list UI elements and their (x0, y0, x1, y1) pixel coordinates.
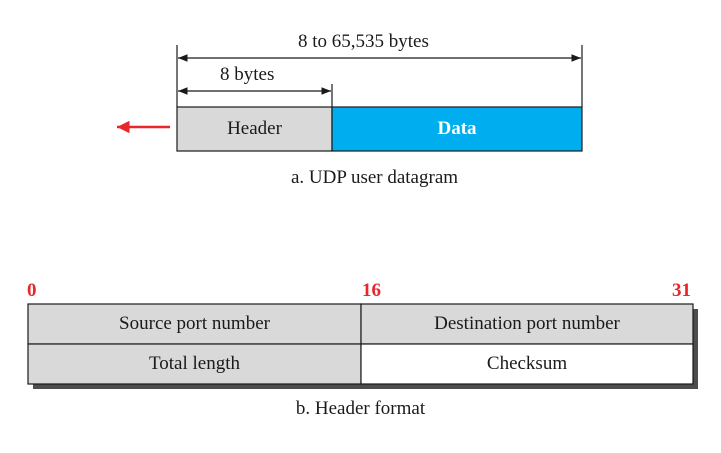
checksum-cell (360, 343, 694, 385)
bit-label-middle: 16 (362, 280, 381, 301)
total-length-label: Total length (148, 353, 240, 374)
total-size-label: 8 to 65,535 bytes (298, 31, 429, 52)
source-port-label: Source port number (119, 313, 270, 334)
header-box (176, 106, 333, 152)
bit-label-end: 31 (672, 280, 691, 301)
data-box (331, 106, 583, 152)
bit-label-start: 0 (27, 280, 37, 301)
data-label: Data (437, 118, 477, 139)
datagram-caption: a. UDP user datagram (290, 167, 459, 188)
destination-port-label: Destination port number (434, 313, 620, 334)
total-length-cell (27, 343, 362, 385)
checksum-label: Checksum (486, 353, 568, 374)
header-format-caption: b. Header format (295, 398, 426, 419)
header-label: Header (227, 118, 282, 139)
header-size-label: 8 bytes (220, 64, 275, 85)
